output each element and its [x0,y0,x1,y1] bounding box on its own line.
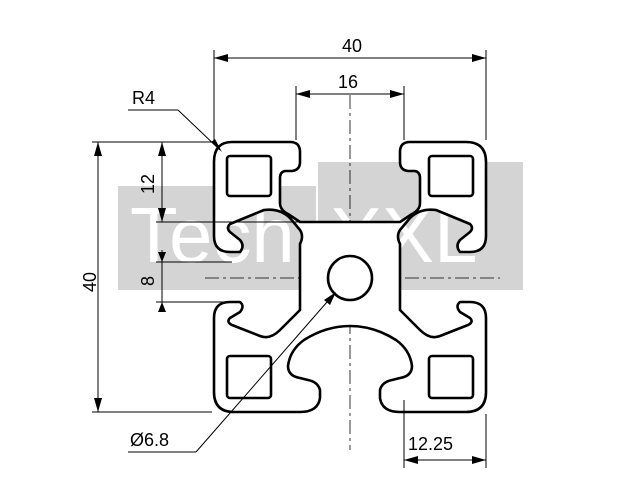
dimension-slot-depth: 12 [138,142,298,223]
bore-diameter-label: Ø6.8 [130,430,169,450]
dimension-overall-width: 40 [213,36,487,140]
arrowhead [158,302,166,312]
overall-width-label: 40 [342,36,362,56]
arrowhead [296,90,310,98]
arrowhead [472,456,486,464]
slot-width-label: 16 [338,72,358,92]
outer-chamber-label: 12.25 [408,434,453,454]
arrowhead [472,54,486,62]
dimension-bore-offset: 8 [138,250,232,312]
overall-height-label: 40 [80,272,100,292]
dimension-corner-radius: R4 [128,88,222,152]
chamber-top-right [427,154,475,198]
arrowhead [214,54,228,62]
arrowhead [404,456,418,464]
center-bore [326,254,374,302]
arrowhead [94,142,102,156]
arrowhead [158,142,166,156]
chamber-bottom-right [427,354,475,400]
slot-depth-label: 12 [138,174,158,194]
dimension-bore-diameter: Ø6.8 [128,292,336,453]
bore-offset-label: 8 [138,276,158,286]
chamber-bottom-left [225,354,273,400]
leader-line [195,293,335,453]
corner-radius-label: R4 [132,88,155,108]
arrowhead [324,292,336,305]
chamber-top-left [225,154,273,198]
arrowhead [211,139,222,152]
arrowhead [94,398,102,412]
arrowhead [390,90,404,98]
dimension-outer-chamber: 12.25 [403,400,487,468]
dimension-overall-height: 40 [80,141,212,413]
arrowhead [158,252,166,262]
arrowhead [158,208,166,222]
dimension-slot-width: 16 [295,72,405,140]
